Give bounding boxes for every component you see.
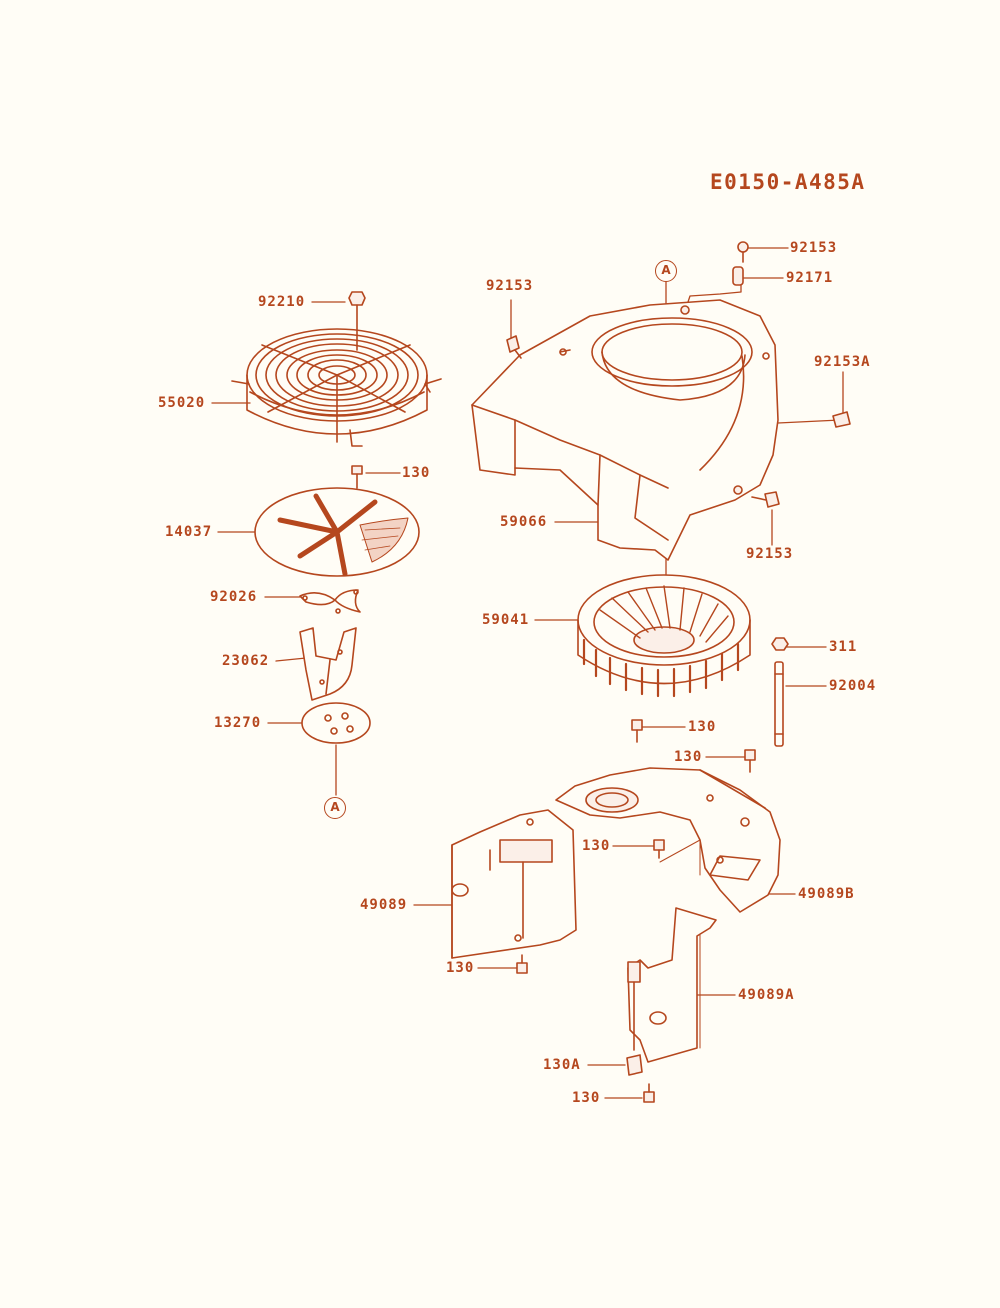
stud-92004 [774, 661, 784, 747]
cover-49089A [627, 907, 717, 1063]
label-59041[interactable]: 59041 [482, 612, 530, 628]
label-92026[interactable]: 92026 [210, 589, 258, 605]
bracket-23062 [299, 627, 357, 701]
gasket-92026 [299, 589, 361, 614]
label-130-b[interactable]: 130 [674, 749, 703, 765]
label-14037[interactable]: 14037 [165, 524, 213, 540]
fan-housing-59066 [471, 299, 779, 561]
flywheel-59041 [577, 574, 751, 698]
screen-guard-55020 [231, 328, 442, 447]
plate-13270 [301, 702, 371, 744]
nut-92210 [348, 291, 366, 351]
cover-49089 [451, 809, 577, 959]
label-130A[interactable]: 130A [543, 1057, 581, 1073]
label-92153-side[interactable]: 92153 [746, 546, 794, 562]
label-49089B[interactable]: 49089B [798, 886, 855, 902]
label-55020[interactable]: 55020 [158, 395, 206, 411]
label-49089[interactable]: 49089 [360, 897, 408, 913]
label-59066[interactable]: 59066 [500, 514, 548, 530]
label-49089A[interactable]: 49089A [738, 987, 795, 1003]
leader-lines [211, 247, 844, 1099]
bolt-130-c [653, 839, 665, 859]
bolt-92153-top [506, 335, 522, 359]
collar-92171 [732, 266, 744, 286]
label-23062[interactable]: 23062 [222, 653, 270, 669]
label-130-c[interactable]: 130 [582, 838, 611, 854]
bolt-130-e [643, 1083, 655, 1103]
baffle-49089B [555, 767, 781, 913]
diagram-code: E0150-A485A [710, 170, 866, 194]
label-92210[interactable]: 92210 [258, 294, 306, 310]
label-130-e[interactable]: 130 [572, 1090, 601, 1106]
label-92153A[interactable]: 92153A [814, 354, 871, 370]
bolt-130-screen [351, 465, 363, 489]
bolt-130-b [744, 749, 756, 773]
reference-mark-bottom: A [324, 797, 346, 819]
bolt-92153-side [751, 491, 780, 508]
label-92004[interactable]: 92004 [829, 678, 877, 694]
label-92153-topright[interactable]: 92153 [790, 240, 838, 256]
bolt-130-d [516, 954, 528, 974]
bolt-130-a [631, 719, 643, 743]
bolt-92153-topright [737, 241, 749, 263]
nut-311 [771, 637, 789, 651]
label-130-d[interactable]: 130 [446, 960, 475, 976]
label-130-a[interactable]: 130 [688, 719, 717, 735]
bolt-130A [626, 1054, 643, 1076]
label-130-screen[interactable]: 130 [402, 465, 431, 481]
bolt-92153A [832, 411, 851, 428]
label-13270[interactable]: 13270 [214, 715, 262, 731]
label-92171[interactable]: 92171 [786, 270, 834, 286]
reference-mark-top: A [655, 260, 677, 282]
label-92153-top[interactable]: 92153 [486, 278, 534, 294]
plate-14037 [254, 487, 420, 577]
label-311[interactable]: 311 [829, 639, 858, 655]
